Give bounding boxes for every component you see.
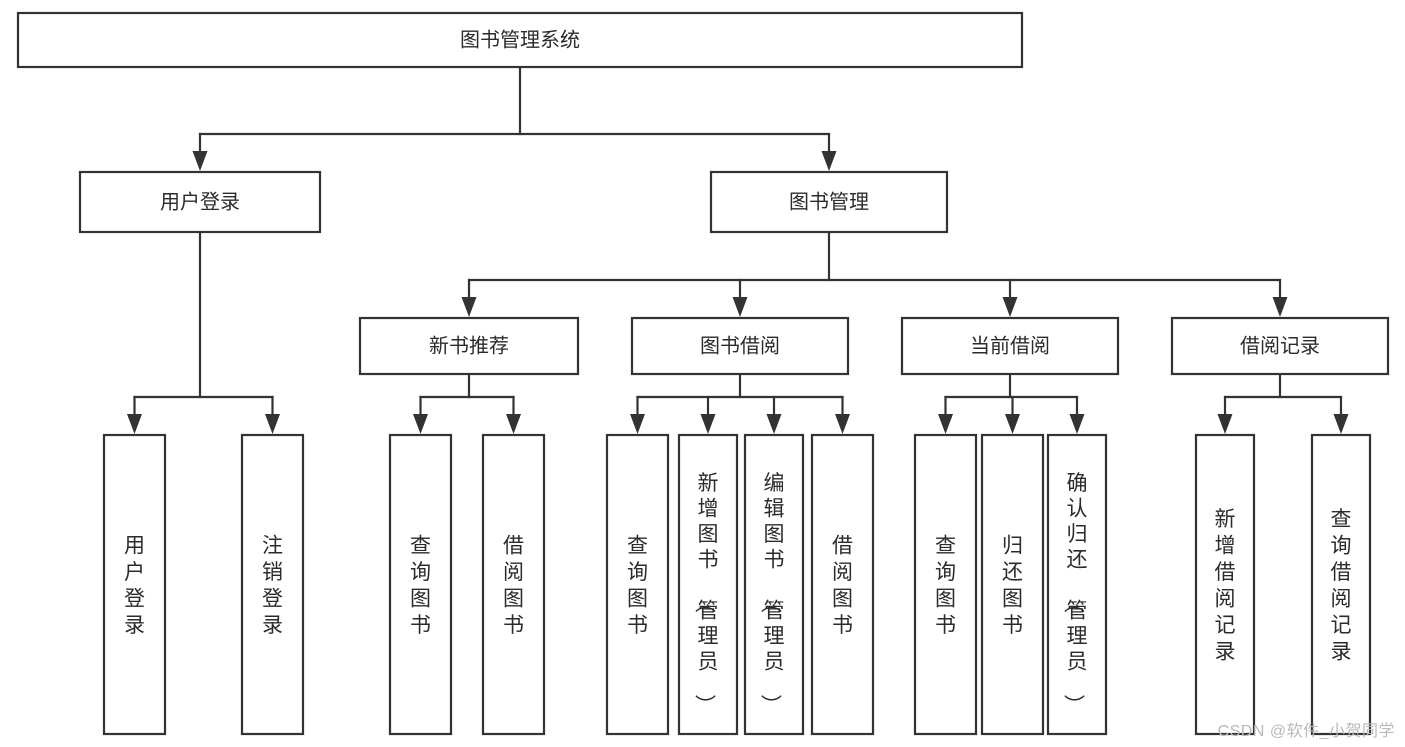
node-label-leaf-query-book-2: 查询图书 (627, 535, 648, 638)
node-label-leaf-add-record: 新增借阅记录 (1215, 508, 1236, 664)
node-box-leaf-confirm-return[interactable] (1046, 433, 1108, 736)
node-label-user-login: 用户登录 (160, 190, 240, 213)
watermark: CSDN @软件_小贺同学 (1217, 723, 1395, 740)
node-leaf-add-record[interactable]: 新增借阅记录 (1194, 433, 1256, 736)
node-label-current-borrow: 当前借阅 (970, 334, 1050, 357)
node-user-login[interactable]: 用户登录 (78, 170, 322, 234)
node-leaf-edit-book[interactable]: 编辑图书（管理员） (743, 433, 805, 736)
node-label-borrow-record: 借阅记录 (1240, 334, 1320, 357)
nodes-layer: 图书管理系统用户登录图书管理新书推荐图书借阅当前借阅借阅记录用户登录注销登录查询… (16, 11, 1390, 736)
node-book-manage[interactable]: 图书管理 (709, 170, 949, 234)
node-label-leaf-add-book: 新增图书（管理员） (693, 472, 719, 715)
node-box-current-borrow[interactable] (900, 316, 1120, 376)
node-box-leaf-return-book[interactable] (980, 433, 1045, 736)
node-label-leaf-logout: 注销登录 (262, 535, 283, 638)
node-box-leaf-edit-book[interactable] (743, 433, 805, 736)
connector-group-current-borrow (938, 372, 1085, 434)
node-box-leaf-query-book-3[interactable] (913, 433, 978, 736)
node-current-borrow[interactable]: 当前借阅 (900, 316, 1120, 376)
node-box-leaf-borrow-book-1[interactable] (481, 433, 546, 736)
node-box-user-login[interactable] (78, 170, 322, 234)
connector-group-book-manage (461, 230, 1288, 317)
connector-group-new-book-recommend (413, 372, 521, 434)
node-box-book-borrow[interactable] (630, 316, 850, 376)
node-leaf-logout[interactable]: 注销登录 (240, 433, 305, 736)
node-label-leaf-edit-book: 编辑图书（管理员） (759, 472, 785, 715)
node-book-borrow[interactable]: 图书借阅 (630, 316, 850, 376)
node-box-leaf-borrow-book-2[interactable] (810, 433, 875, 736)
node-root[interactable]: 图书管理系统 (16, 11, 1024, 69)
connector-group-root (192, 65, 837, 171)
node-box-leaf-add-book[interactable] (677, 433, 739, 736)
node-label-leaf-query-book-1: 查询图书 (410, 535, 431, 638)
node-box-book-manage[interactable] (709, 170, 949, 234)
node-leaf-query-record[interactable]: 查询借阅记录 (1310, 433, 1372, 736)
node-label-leaf-borrow-book-2: 借阅图书 (832, 535, 853, 638)
node-box-leaf-user-login[interactable] (102, 433, 167, 736)
node-new-book-recommend[interactable]: 新书推荐 (358, 316, 580, 376)
node-leaf-add-book[interactable]: 新增图书（管理员） (677, 433, 739, 736)
node-label-leaf-confirm-return: 确认归还（管理员） (1062, 472, 1088, 715)
connector-group-user-login (127, 230, 280, 434)
node-label-new-book-recommend: 新书推荐 (429, 334, 509, 357)
node-leaf-borrow-book-1[interactable]: 借阅图书 (481, 433, 546, 736)
node-box-leaf-query-book-1[interactable] (388, 433, 453, 736)
node-box-leaf-query-book-2[interactable] (605, 433, 670, 736)
connectors-layer (127, 65, 1349, 434)
node-label-leaf-user-login: 用户登录 (124, 535, 145, 638)
node-box-new-book-recommend[interactable] (358, 316, 580, 376)
node-box-root[interactable] (16, 11, 1024, 69)
node-label-leaf-query-record: 查询借阅记录 (1331, 508, 1352, 664)
node-leaf-query-book-1[interactable]: 查询图书 (388, 433, 453, 736)
node-box-leaf-add-record[interactable] (1194, 433, 1256, 736)
node-leaf-confirm-return[interactable]: 确认归还（管理员） (1046, 433, 1108, 736)
node-label-book-borrow: 图书借阅 (700, 334, 780, 357)
node-leaf-return-book[interactable]: 归还图书 (980, 433, 1045, 736)
connector-group-book-borrow (630, 372, 850, 434)
node-label-book-manage: 图书管理 (789, 190, 869, 213)
node-leaf-borrow-book-2[interactable]: 借阅图书 (810, 433, 875, 736)
connector-group-borrow-record (1217, 372, 1349, 434)
node-leaf-user-login[interactable]: 用户登录 (102, 433, 167, 736)
node-box-leaf-query-record[interactable] (1310, 433, 1372, 736)
node-label-root: 图书管理系统 (460, 28, 580, 51)
node-label-leaf-return-book: 归还图书 (1002, 535, 1023, 638)
node-label-leaf-borrow-book-1: 借阅图书 (503, 535, 524, 638)
node-box-leaf-logout[interactable] (240, 433, 305, 736)
node-box-borrow-record[interactable] (1170, 316, 1390, 376)
node-label-leaf-query-book-3: 查询图书 (935, 535, 956, 638)
node-leaf-query-book-2[interactable]: 查询图书 (605, 433, 670, 736)
node-borrow-record[interactable]: 借阅记录 (1170, 316, 1390, 376)
node-leaf-query-book-3[interactable]: 查询图书 (913, 433, 978, 736)
